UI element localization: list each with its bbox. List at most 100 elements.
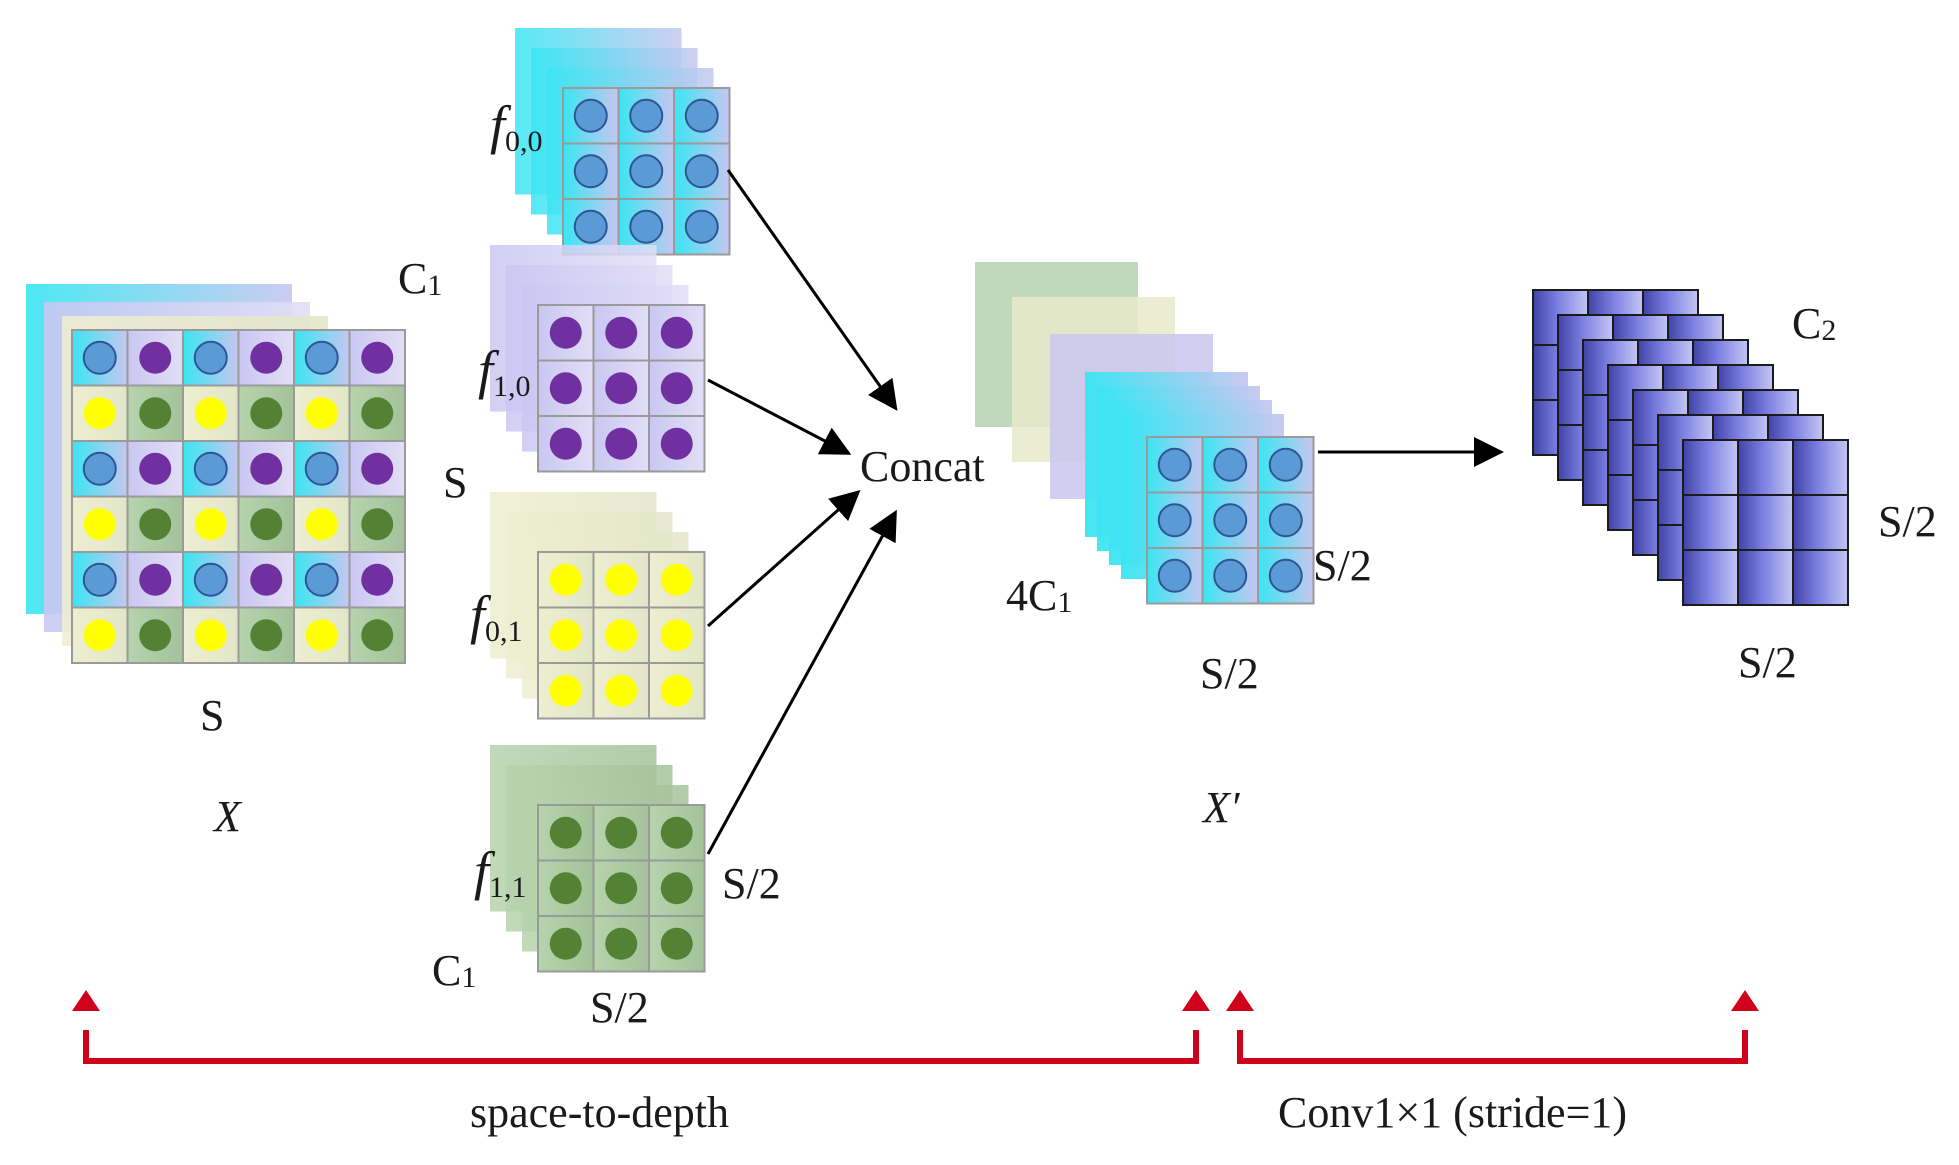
- slice-cell: [592, 804, 650, 862]
- slice-dot: [629, 98, 664, 133]
- input-dot: [304, 340, 339, 375]
- input-dot: [82, 451, 117, 486]
- slice-dot: [549, 674, 582, 707]
- slice-dot: [660, 872, 693, 905]
- slice-00: [515, 28, 731, 256]
- output-cell: [1682, 494, 1739, 551]
- space-to-depth-label: space-to-depth: [470, 1088, 729, 1137]
- slice-cell: [648, 859, 706, 917]
- slice-01: [490, 492, 706, 720]
- slice-dot: [605, 927, 638, 960]
- slice-dot: [629, 209, 664, 244]
- slice-dot: [605, 816, 638, 849]
- output-cell: [1737, 494, 1794, 551]
- concat-label: Concat: [860, 442, 985, 491]
- slices: [490, 28, 731, 973]
- slice-dot: [605, 563, 638, 596]
- input-grid: [71, 329, 406, 664]
- input-dot: [83, 508, 116, 541]
- arrow-f00-concat: [726, 169, 898, 411]
- slice-label-f00: f0,0: [490, 95, 543, 158]
- output-width-label: S/2: [1738, 638, 1797, 687]
- bracket-arrowhead: [72, 990, 100, 1011]
- brackets: [83, 1030, 1748, 1064]
- slice-dot: [549, 563, 582, 596]
- slice-cell: [537, 415, 595, 473]
- slice-dot: [549, 316, 582, 349]
- slice-dot: [660, 563, 693, 596]
- output-cell: [1792, 549, 1849, 606]
- stacked-front-grid: [1146, 436, 1315, 605]
- input-channel-label: C1: [398, 254, 442, 303]
- slice-dot: [605, 372, 638, 405]
- slice-10: [490, 245, 706, 473]
- slice-width-label: S/2: [590, 983, 649, 1032]
- slice-dot: [684, 98, 719, 133]
- slice-dot: [605, 674, 638, 707]
- input-dot: [139, 397, 172, 430]
- output-layer: [1682, 439, 1849, 606]
- input-name-label: X: [212, 792, 243, 841]
- stacked-name-label: X′: [1201, 783, 1241, 832]
- input-height-label: S: [443, 458, 467, 507]
- arrow-f01-concat: [707, 490, 861, 628]
- stacked-dot: [1213, 558, 1248, 593]
- slice-dot: [549, 872, 582, 905]
- slice-dot: [660, 674, 693, 707]
- input-dot: [305, 619, 338, 652]
- input-dot: [139, 563, 172, 596]
- input-dot: [83, 397, 116, 430]
- arrow-f10-concat: [707, 378, 852, 455]
- input-dot: [361, 508, 394, 541]
- input-tensor-x: [26, 284, 406, 664]
- output-cell: [1792, 494, 1849, 551]
- slice-dot: [549, 427, 582, 460]
- stacked-channel-label: 4C1: [1006, 571, 1072, 620]
- bracket-arrowhead: [1226, 990, 1254, 1011]
- input-dot: [361, 619, 394, 652]
- slice-cell: [648, 304, 706, 362]
- stacked-width-label: S/2: [1200, 649, 1259, 698]
- bracket-space-to-depth: [83, 1030, 1199, 1064]
- output-tensor: [1532, 289, 1849, 606]
- stacked-dot: [1268, 558, 1303, 593]
- slice-dot: [605, 872, 638, 905]
- input-cell: [71, 440, 129, 498]
- concat-arrows: [706, 169, 898, 855]
- input-dot: [250, 619, 283, 652]
- output-cell: [1792, 439, 1849, 496]
- slice-label-f01: f0,1: [470, 585, 523, 648]
- stacked-dot: [1157, 503, 1192, 538]
- input-dot: [194, 619, 227, 652]
- input-dot: [361, 341, 394, 374]
- input-dot: [83, 619, 116, 652]
- input-dot: [139, 341, 172, 374]
- bracket-arrowhead: [1182, 990, 1210, 1011]
- slice-height-label: S/2: [722, 859, 781, 908]
- slice-dot: [684, 154, 719, 189]
- input-dot: [305, 397, 338, 430]
- arrow-f11-concat: [706, 509, 897, 855]
- input-dot: [250, 452, 283, 485]
- input-dot: [139, 452, 172, 485]
- slice-dot: [573, 209, 608, 244]
- input-dot: [194, 508, 227, 541]
- slice-dot: [684, 209, 719, 244]
- input-dot: [250, 508, 283, 541]
- slice-dot: [549, 927, 582, 960]
- input-dot: [250, 341, 283, 374]
- slice-dot: [660, 427, 693, 460]
- bracket-arrowheads: [72, 990, 1759, 1011]
- stacked-height-label: S/2: [1313, 541, 1372, 590]
- input-dot: [139, 619, 172, 652]
- input-width-label: S: [200, 691, 224, 740]
- input-dot: [82, 340, 117, 375]
- stacked-tensor: [975, 262, 1315, 605]
- stacked-dot: [1213, 447, 1248, 482]
- slice-cell: [648, 415, 706, 473]
- input-dot: [250, 397, 283, 430]
- slice-11: [490, 745, 706, 973]
- slice-dot: [660, 816, 693, 849]
- bracket-conv: [1237, 1030, 1748, 1064]
